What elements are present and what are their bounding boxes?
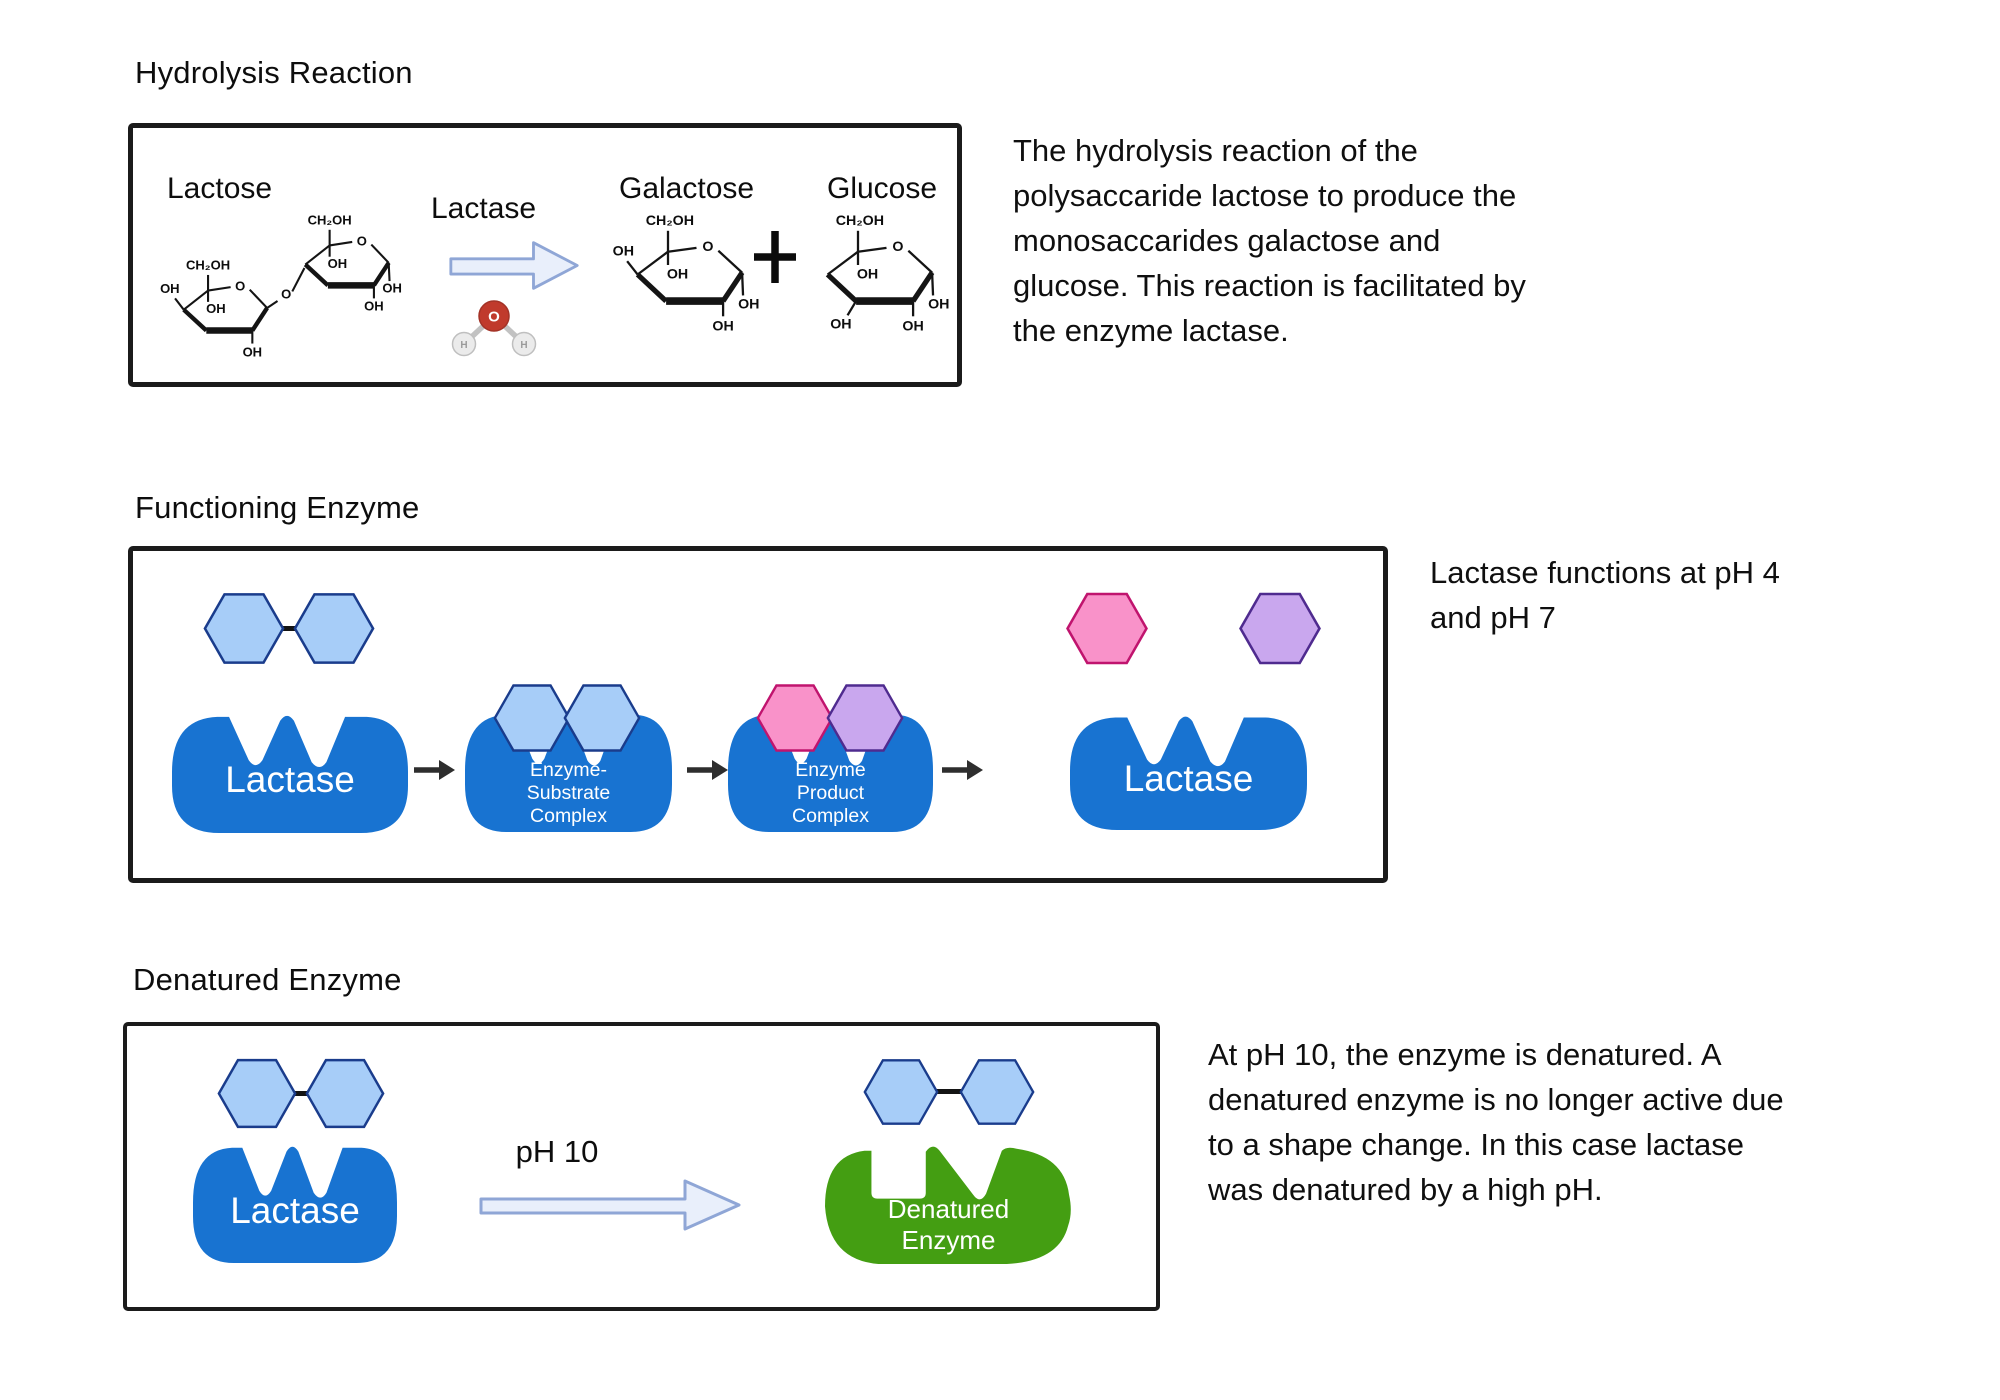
bond-connector [291,1091,311,1096]
substrate-hexagon [493,684,571,752]
oh-label: OH [902,319,923,335]
oh-label: OH [667,266,688,282]
substrate-hexagon [863,1059,939,1125]
oh-label: OH [206,301,226,316]
denatured-enzyme: Denatured Enzyme [825,1140,1072,1265]
ch2oh-label: CH₂OH [308,213,352,228]
enzyme-label: Lactase [230,1189,360,1231]
lactase-enzyme: Lactase [172,707,408,833]
complex-label: Enzyme- Substrate Complex [526,759,611,827]
ch2oh-label: CH₂OH [646,213,694,229]
lactose-substrate [217,1057,385,1130]
hydrogen-label: H [460,340,467,351]
functioning-note: Lactase functions at pH 4 and pH 7 [1430,555,1780,635]
oh-label: OH [160,281,180,296]
ph-label: pH 10 [515,1134,599,1169]
plus-icon [754,231,796,283]
ch2oh-label: CH₂OH [836,213,884,229]
hydrolysis-description: The hydrolysis reaction of the polysacca… [1013,133,1526,348]
oxygen-label: O [488,309,500,326]
oh-label: OH [382,280,402,295]
oh-label: OH [857,266,878,282]
water-molecule: O H H [451,300,537,357]
substrate-hexagon [217,1058,297,1129]
oh-label: OH [243,345,263,360]
oh-label: OH [830,317,851,333]
galactose-product-hexagon [1066,592,1148,665]
functioning-title: Functioning Enzyme [135,490,420,525]
step-arrow-icon [414,760,455,780]
hydrogen-label: H [520,340,527,351]
bond-connector [279,626,299,631]
denatured-panel: Lactase pH 10 Denatured Enzyme [123,1022,1160,1311]
enzyme-label: Lactase [225,759,355,800]
glucose-product-hexagon [826,684,904,752]
substrate-hexagon [305,1058,385,1129]
galactose-label: Galactose [619,172,755,205]
ch2oh-label: CH₂OH [186,258,230,273]
denatured-note: At pH 10, the enzyme is denatured. A den… [1208,1037,1784,1207]
ring-o-label: O [702,239,713,255]
denatured-title: Denatured Enzyme [133,962,402,997]
lactose-structure: CH₂OH O OH OH OH O CH₂OH O OH OH OH [160,213,402,360]
oh-label: OH [364,299,384,314]
glucose-label: Glucose [827,172,938,205]
substrate-hexagon [293,593,375,664]
lactose-substrate [863,1057,1035,1127]
enzyme-label: Lactase [1123,758,1254,799]
substrate-hexagon [563,684,641,752]
complex-label: Enzyme Product Complex [792,759,869,827]
lactase-enzyme: Lactase [193,1138,397,1263]
ph-arrow-icon [479,1179,741,1231]
oh-label: OH [712,319,733,335]
functioning-panel: Lactase Enzyme- Substrate Complex Enzyme… [128,546,1388,883]
ring-o-label: O [892,239,903,255]
step-arrow-icon [942,760,983,780]
ring-o-label: O [357,233,367,248]
hydrolysis-title: Hydrolysis Reaction [135,55,413,90]
reaction-arrow-icon [449,241,579,290]
glycosidic-o-label: O [281,286,291,301]
lactose-substrate [203,592,375,665]
oh-label: OH [928,297,949,313]
glucose-structure: CH₂OH O OH OH OH OH [825,213,949,335]
hydrolysis-panel: Lactose [128,123,962,387]
step-arrow-icon [687,760,728,780]
ring-o-label: O [235,279,245,294]
galactose-structure: CH₂OH O OH OH OH OH [613,213,760,335]
oh-label: OH [738,297,759,313]
oh-label: OH [328,256,348,271]
lactose-label: Lactose [167,172,273,205]
lactase-enzyme: Lactase [1070,708,1307,830]
substrate-hexagon [959,1059,1035,1125]
substrate-hexagon [203,593,285,664]
oh-label: OH [613,244,634,260]
lactase-label: Lactase [431,192,537,225]
denatured-enzyme-label: Denatured Enzyme [887,1194,1010,1255]
glucose-product-hexagon [1239,592,1321,665]
bond-connector [935,1089,963,1094]
galactose-product-hexagon [756,684,834,752]
